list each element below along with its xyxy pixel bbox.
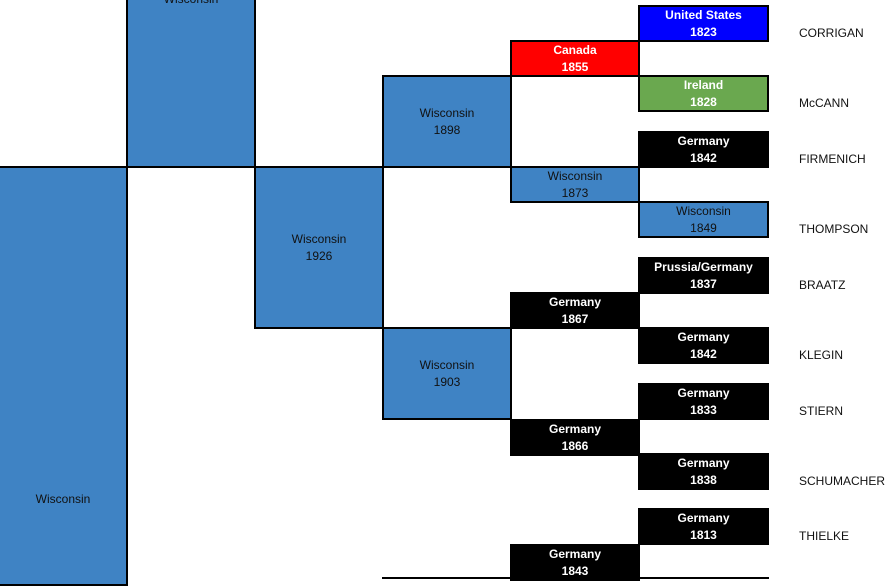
birthplace: Ireland — [683, 77, 724, 92]
ancestor-box: Wisconsin 1903 — [382, 327, 512, 420]
birthplace: Germany — [548, 421, 602, 436]
birthplace: Wisconsin — [164, 0, 219, 8]
birthplace: Germany — [548, 294, 602, 309]
birth-year: 1843 — [561, 563, 589, 578]
ancestor-box: Germany 1842 — [638, 327, 769, 364]
birth-year: 1867 — [561, 311, 589, 326]
ancestor-box: Wisconsin — [126, 0, 256, 168]
surname-label: THIELKE — [799, 529, 850, 543]
birthplace: Wisconsin — [419, 357, 475, 372]
birthplace: Wisconsin — [419, 105, 475, 120]
birth-year: 1849 — [690, 220, 717, 235]
ancestor-box: Wisconsin 1873 — [510, 166, 640, 203]
birth-year: 1866 — [561, 438, 589, 453]
ancestor-box: Wisconsin — [0, 166, 128, 586]
birthplace: Germany — [677, 329, 730, 344]
birthplace: Germany — [677, 133, 730, 148]
birthplace: Canada — [553, 42, 597, 57]
ancestor-box: Germany 1833 — [638, 383, 769, 420]
birth-year: 1813 — [690, 527, 717, 542]
birth-year: 1823 — [690, 24, 717, 39]
surname-label: CORRIGAN — [799, 26, 864, 40]
birthplace: Prussia/Germany — [654, 259, 753, 274]
ancestor-box: Germany 1838 — [638, 453, 769, 490]
ancestor-box: Wisconsin 1926 — [254, 166, 384, 329]
ancestor-box: Ireland 1828 — [638, 75, 769, 112]
birthplace: Wisconsin — [35, 492, 91, 506]
birth-year: 1855 — [561, 59, 589, 74]
surname-label: STIERN — [799, 404, 844, 418]
birthplace: Germany — [677, 385, 730, 400]
ancestor-box: Prussia/Germany 1837 — [638, 257, 769, 294]
birthplace: Wisconsin — [547, 168, 603, 183]
ancestor-box: Germany 1813 — [638, 508, 769, 545]
birth-year: 1926 — [305, 248, 333, 263]
ancestor-box: Germany 1866 — [510, 419, 640, 456]
birth-year: 1838 — [690, 472, 717, 487]
ancestor-box: Canada 1855 — [510, 40, 640, 77]
surname-label: THOMPSON — [799, 222, 869, 236]
birth-year: 1828 — [690, 94, 717, 109]
birth-year: 1842 — [690, 346, 717, 361]
birth-year: 1837 — [690, 276, 717, 291]
ancestor-box: Germany 1842 — [638, 131, 769, 168]
birthplace: Germany — [677, 455, 730, 470]
surname-label: KLEGIN — [799, 348, 844, 362]
birth-year: 1873 — [561, 185, 589, 200]
ancestor-box: United States 1823 — [638, 5, 769, 42]
ancestor-box: Germany 1843 — [510, 544, 640, 581]
birth-year: 1903 — [433, 374, 461, 389]
birthplace: Wisconsin — [291, 231, 347, 246]
birthplace: Wisconsin — [676, 203, 731, 218]
birth-year: 1898 — [433, 122, 461, 137]
ancestor-box: Germany 1867 — [510, 292, 640, 329]
surname-label: FIRMENICH — [799, 152, 866, 166]
surname-label: McCANN — [799, 96, 849, 110]
birth-year: 1842 — [690, 150, 717, 165]
birthplace: United States — [665, 7, 742, 22]
surname-label: SCHUMACHER — [799, 474, 886, 488]
birthplace: Germany — [548, 546, 602, 561]
surname-label: BRAATZ — [799, 278, 846, 292]
ancestor-box: Wisconsin 1849 — [638, 201, 769, 238]
birth-year: 1833 — [690, 402, 717, 417]
birthplace: Germany — [677, 510, 730, 525]
ancestor-box: Wisconsin 1898 — [382, 75, 512, 168]
